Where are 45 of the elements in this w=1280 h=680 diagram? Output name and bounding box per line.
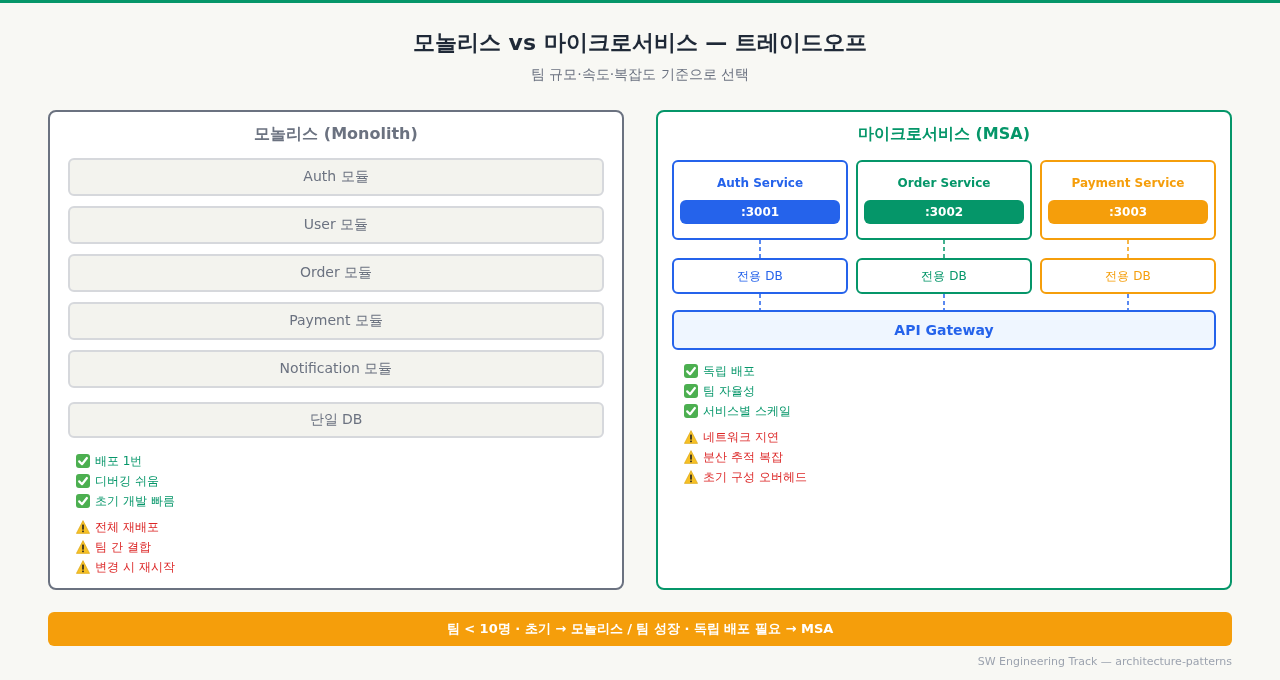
dashed-line [759,293,761,311]
panel [656,110,1232,590]
advantage-note: 초기 개발 빠름 [95,493,175,509]
panel-title: 모놀리스 (Monolith) [254,124,418,145]
dashed-line [1127,293,1129,311]
summary-banner: 팀 < 10명 · 초기 → 모놀리스 / 팀 성장 · 독립 배포 필요 → MSA [48,612,1232,646]
service-title: Auth Service [716,176,804,190]
footer-caption: SW Engineering Track — architecture-patterns [977,655,1232,668]
database-box: 단일 DB [68,402,604,438]
database-box: 전용 DB [672,258,848,294]
database-box: 전용 DB [1040,258,1216,294]
panel-title: 마이크로서비스 (MSA) [858,124,1030,145]
advantage-note: 서비스별 스케일 [703,403,791,419]
drawback-note: 전체 재배포 [95,519,159,535]
drawback-note: 네트워크 지연 [703,429,779,445]
dashed-line [943,239,945,259]
gateway-box: API Gateway [672,310,1216,350]
service-title: Order Service [897,176,991,190]
drawback-note: 팀 간 결합 [95,539,151,555]
module-box: User 모듈 [68,206,604,244]
port-tag: :3001 [680,200,840,224]
title: 모놀리스 vs 마이크로서비스 — 트레이드오프 [412,29,868,57]
service-box [1040,160,1216,240]
drawback-note: 분산 추적 복잡 [703,449,783,465]
advantage-note: 배포 1번 [95,453,143,469]
dashed-line [759,239,761,259]
advantage-note: 디버깅 쉬움 [95,473,159,489]
port-tag: :3003 [1048,200,1208,224]
drawback-note: 초기 구성 오버헤드 [703,469,807,485]
module-box: Auth 모듈 [68,158,604,196]
port-tag: :3002 [864,200,1024,224]
advantage-note: 독립 배포 [703,363,755,379]
dashed-line [1127,239,1129,259]
dashed-line [943,293,945,311]
advantage-note: 팀 자율성 [703,383,755,399]
panel [48,110,624,590]
drawback-note: 변경 시 재시작 [95,559,175,575]
subtitle: 팀 규모·속도·복잡도 기준으로 선택 [530,66,750,84]
service-box [672,160,848,240]
module-box: Notification 모듈 [68,350,604,388]
module-box: Order 모듈 [68,254,604,292]
database-box: 전용 DB [856,258,1032,294]
service-box [856,160,1032,240]
service-title: Payment Service [1071,176,1185,190]
module-box: Payment 모듈 [68,302,604,340]
